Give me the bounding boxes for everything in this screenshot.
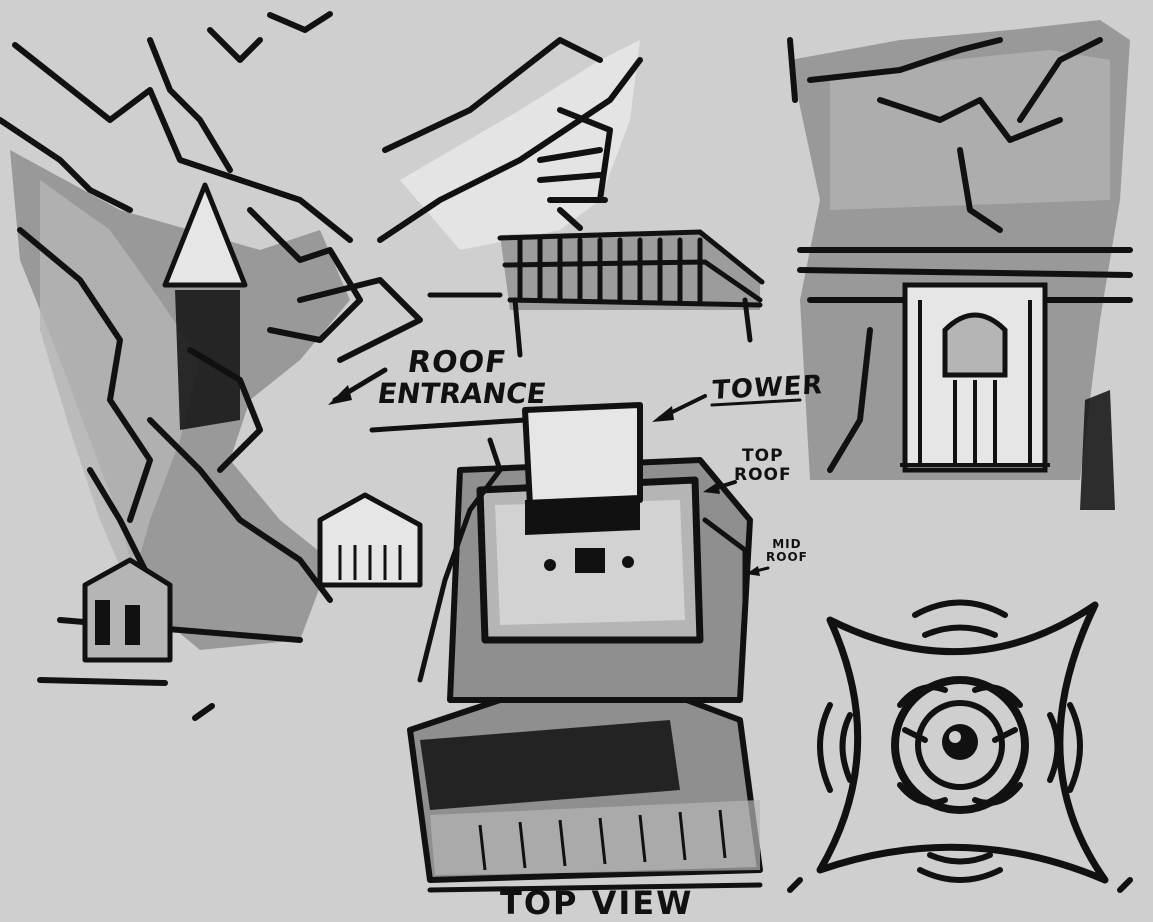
mid-roof-label: Mid Roof: [766, 537, 808, 565]
top-roof-label-line-1: Top: [742, 446, 784, 466]
roof-entrance-label: Roof Entrance: [375, 345, 549, 410]
ornament-emblem-sketch: [787, 599, 1133, 893]
top-view-sketch: [369, 394, 802, 893]
ruined-building-sketch: [377, 37, 765, 358]
roof-entrance-label-line-1: Roof: [405, 345, 509, 380]
roof-entrance-label-line-2: Entrance: [375, 377, 549, 410]
top-roof-label-line-2: Roof: [734, 464, 792, 485]
tower-label: Tower: [711, 370, 825, 406]
top-view-label: Top View: [500, 884, 694, 922]
mid-roof-label-line-2: Roof: [766, 550, 808, 565]
top-roof-label: Top Roof: [734, 447, 792, 484]
mid-roof-label-line-1: Mid: [772, 537, 802, 551]
archway-building-sketch: [787, 20, 1133, 510]
cliff-sketch: [0, 11, 423, 721]
